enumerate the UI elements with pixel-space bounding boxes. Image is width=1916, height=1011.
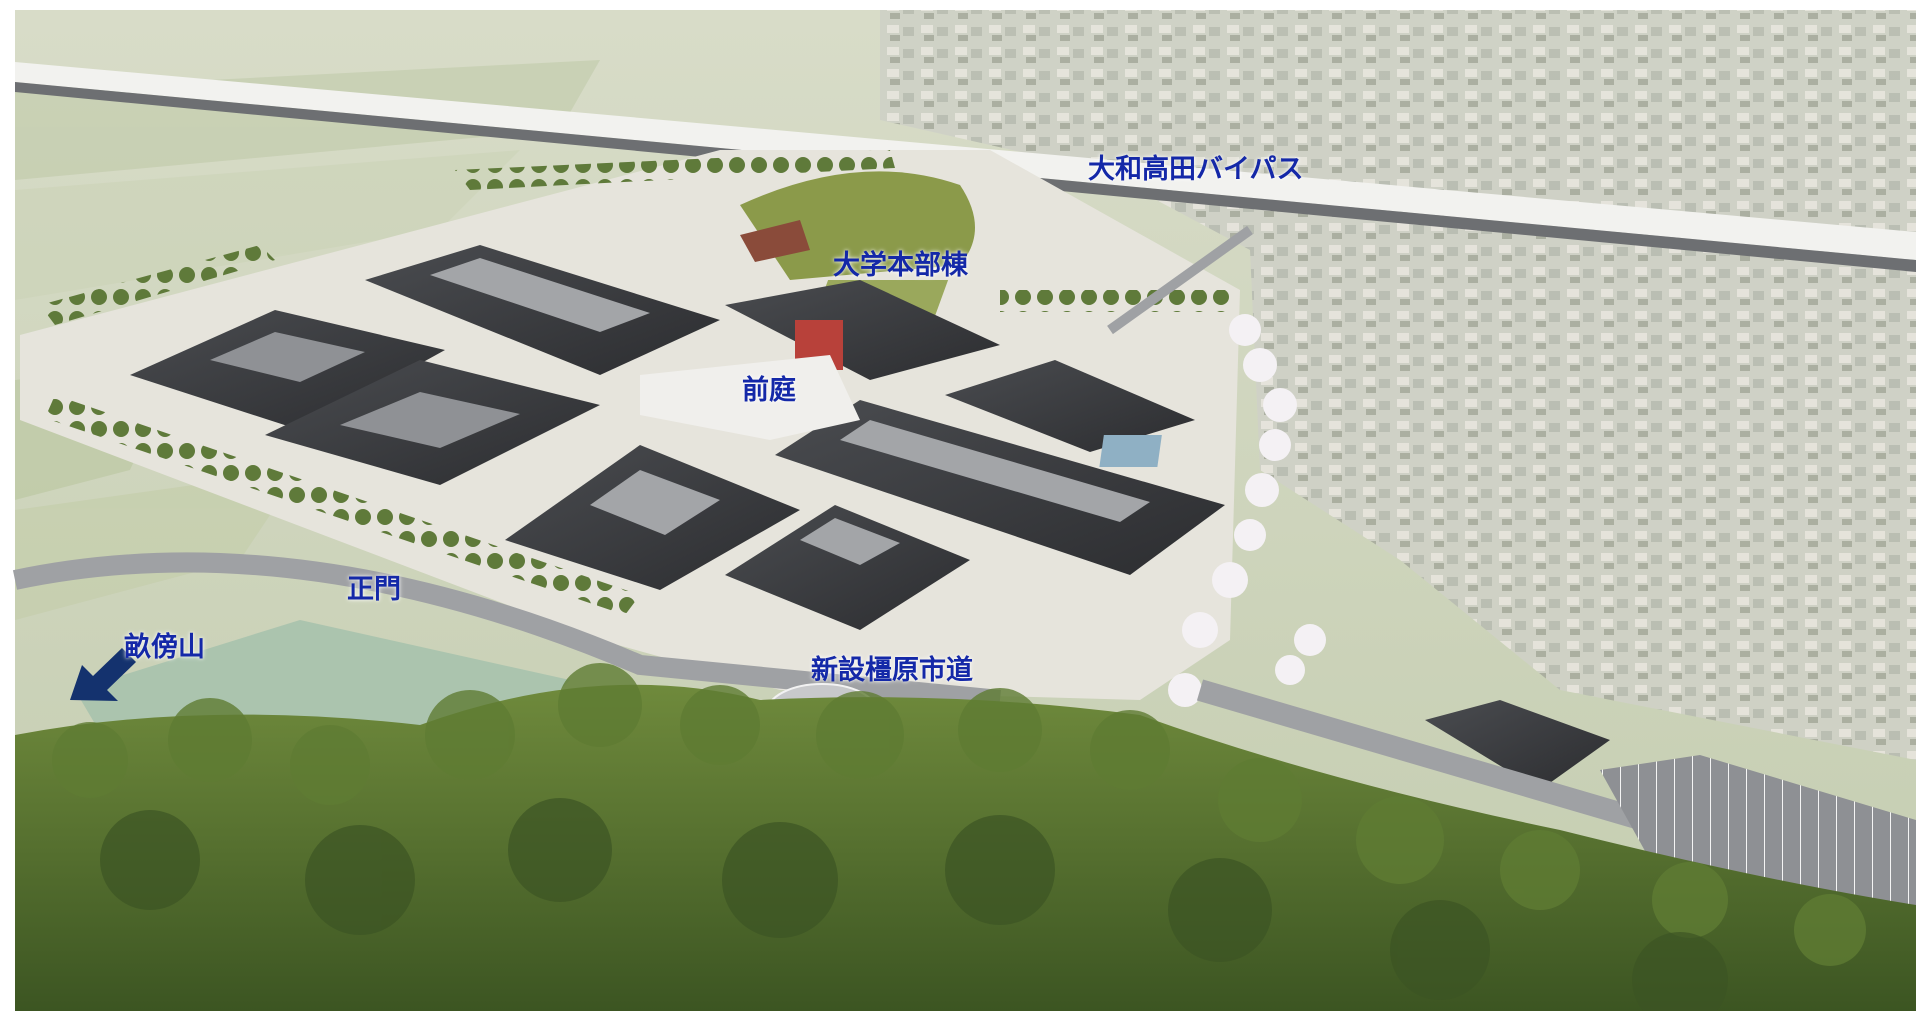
building-east-1 [945,360,1195,452]
cherry-trees [1168,314,1326,707]
label-city-road: 新設橿原市道 [811,655,973,686]
label-front-garden: 前庭 [742,375,796,406]
parking-lot-east [1600,755,1916,925]
building-south-2 [725,505,970,630]
label-main-building: 大学本部棟 [833,250,968,281]
label-main-gate: 正門 [347,574,401,605]
building-annex [1425,700,1610,790]
front-plaza [640,355,860,440]
forest [15,663,1916,1011]
campus-buildings [130,245,1610,790]
arrow-southwest-icon [70,648,136,701]
residential-area [880,10,1916,760]
label-bypass: 大和高田バイパス [1088,154,1304,185]
pond [1099,435,1162,467]
label-mountain: 畝傍山 [124,632,205,663]
building-headquarters [725,280,1000,380]
tree-lines [40,150,1230,615]
